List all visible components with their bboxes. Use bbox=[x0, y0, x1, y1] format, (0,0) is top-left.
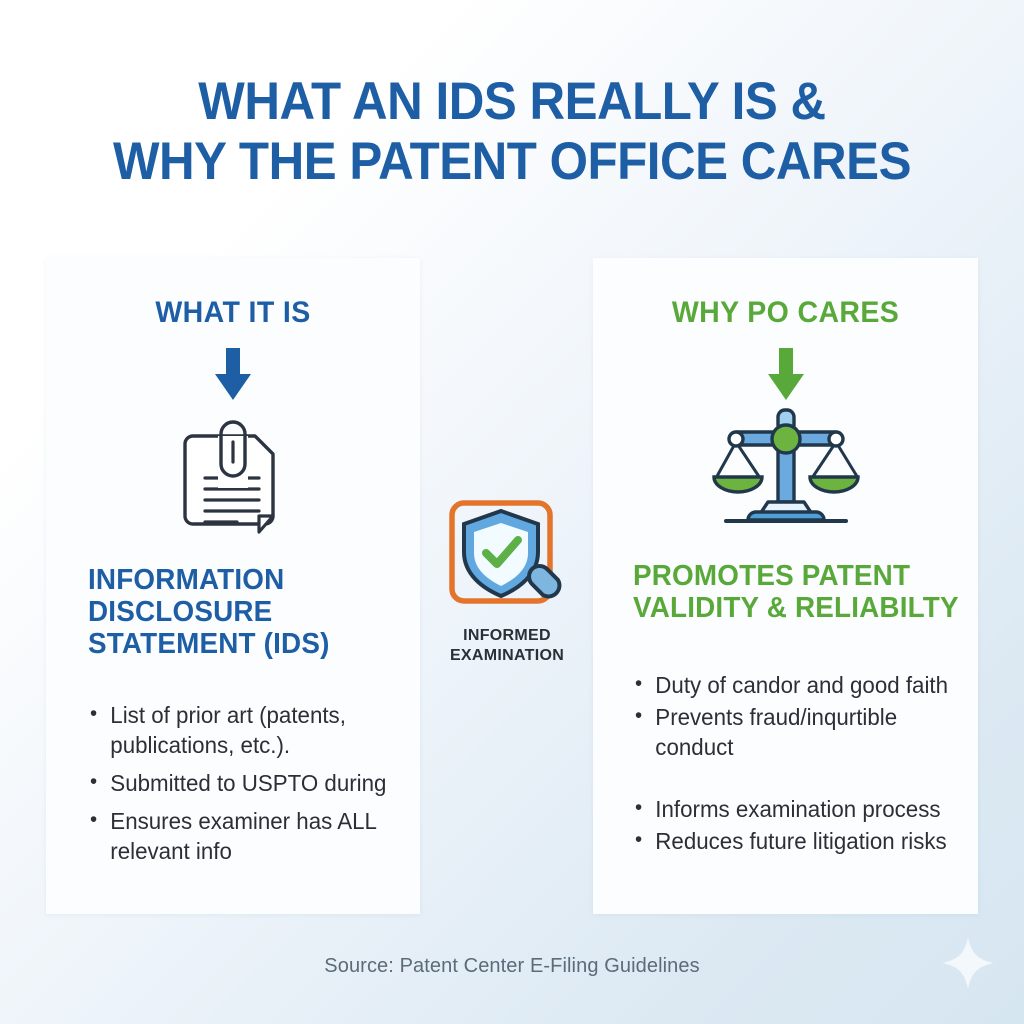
list-item: Submitted to USPTO during bbox=[88, 767, 389, 798]
list-item: Ensures examiner has ALL relevant info bbox=[88, 805, 389, 866]
left-subheading-line-3: STATEMENT (IDS) bbox=[88, 628, 330, 660]
informed-examination-badge: INFORMED EXAMINATION bbox=[432, 497, 582, 666]
left-subheading-line-2: DISCLOSURE bbox=[88, 596, 273, 628]
badge-caption-line-2: EXAMINATION bbox=[449, 647, 565, 664]
arrow-down-icon bbox=[767, 348, 804, 400]
page-title: WHAT AN IDS REALLY IS & WHY THE PATENT O… bbox=[36, 72, 988, 192]
left-bullet-list: List of prior art (patents, publications… bbox=[88, 699, 389, 874]
arrow-down-icon bbox=[215, 348, 251, 400]
document-paperclip-icon bbox=[183, 420, 275, 534]
right-column-heading: WHY PO CARES bbox=[671, 296, 900, 329]
left-subheading: INFORMATION DISCLOSURE STATEMENT (IDS) bbox=[88, 564, 378, 660]
list-item: Duty of candor and good faith bbox=[633, 669, 954, 700]
list-item: Reduces future litigation risks bbox=[633, 825, 954, 856]
right-subheading-line-1: PROMOTES PATENT bbox=[633, 560, 911, 592]
badge-caption-line-1: INFORMED bbox=[463, 627, 551, 644]
right-subheading-line-2: VALIDITY & RELIABILTY bbox=[633, 592, 959, 624]
scales-icon-container bbox=[593, 406, 978, 526]
left-column-heading: WHAT IT IS bbox=[155, 296, 311, 329]
shield-check-magnifier-icon bbox=[449, 500, 562, 604]
list-item: Informs examination process bbox=[633, 793, 954, 824]
sparkle-icon bbox=[942, 937, 994, 989]
right-bullet-list: Duty of candor and good faith Prevents f… bbox=[633, 669, 954, 858]
right-subheading: PROMOTES PATENT VALIDITY & RELIABILTY bbox=[633, 560, 959, 624]
document-icon-container bbox=[46, 418, 420, 540]
page-title-line-2: WHY THE PATENT OFFICE CARES bbox=[112, 132, 911, 191]
informed-examination-caption: INFORMED EXAMINATION bbox=[432, 626, 582, 666]
page-title-line-1: WHAT AN IDS REALLY IS & bbox=[198, 72, 826, 131]
left-subheading-line-1: INFORMATION bbox=[88, 564, 285, 596]
source-note: Source: Patent Center E-Filing Guideline… bbox=[324, 955, 700, 977]
list-item: Prevents fraud/inqurtible conduct bbox=[633, 701, 954, 762]
why-po-cares-card: WHY PO CARES PROMOTES PATENT VALIDITY & … bbox=[593, 258, 978, 914]
list-item: List of prior art (patents, publications… bbox=[88, 699, 389, 760]
balance-scales-icon bbox=[711, 408, 860, 523]
what-it-is-card: WHAT IT IS INFORMATION DISCLOSURE STATEM… bbox=[46, 258, 420, 914]
